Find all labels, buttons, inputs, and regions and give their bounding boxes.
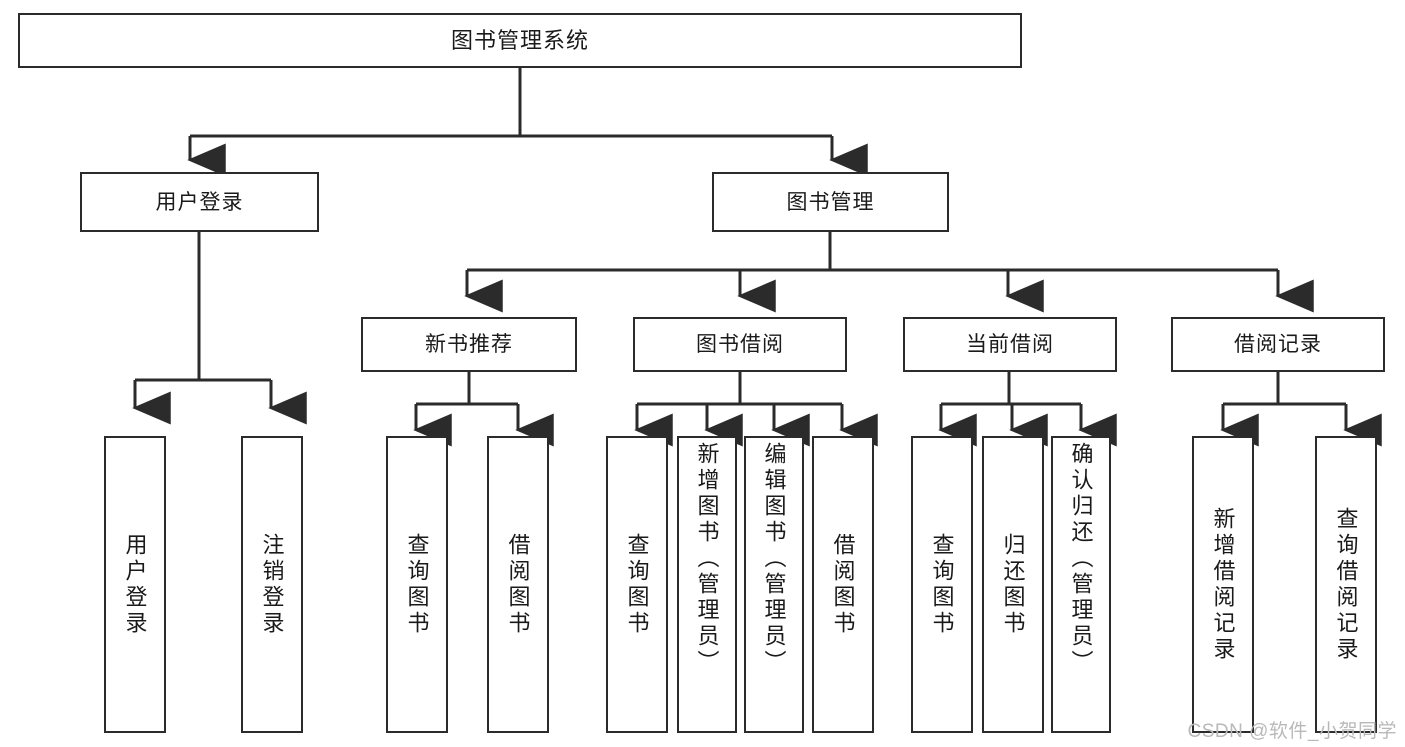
node-root[interactable]: 图书管理系统	[18, 13, 1022, 68]
node-leaf-query-book-1-label: 查询图书	[404, 532, 430, 637]
node-user-login[interactable]: 用户登录	[80, 172, 319, 232]
node-new-book-recommend-label: 新书推荐	[425, 333, 513, 356]
node-borrow-record[interactable]: 借阅记录	[1171, 317, 1385, 372]
node-leaf-logout-login[interactable]: 注销登录	[241, 436, 303, 733]
node-leaf-logout-login-label: 注销登录	[259, 532, 285, 637]
node-leaf-add-book-admin[interactable]: 新增图书（管理员）	[677, 436, 737, 733]
node-leaf-borrow-book-2[interactable]: 借阅图书	[812, 436, 874, 733]
node-leaf-query-book-3-label: 查询图书	[929, 532, 955, 637]
node-current-borrow-label: 当前借阅	[966, 333, 1054, 356]
node-leaf-query-book-2[interactable]: 查询图书	[606, 436, 668, 733]
node-leaf-add-borrow-record-label: 新增借阅记录	[1210, 506, 1236, 663]
node-current-borrow[interactable]: 当前借阅	[903, 317, 1117, 372]
node-leaf-edit-book-admin[interactable]: 编辑图书（管理员）	[744, 436, 804, 733]
node-book-borrow[interactable]: 图书借阅	[633, 317, 847, 372]
node-book-borrow-label: 图书借阅	[696, 333, 784, 356]
node-leaf-add-borrow-record[interactable]: 新增借阅记录	[1192, 436, 1254, 733]
node-leaf-user-login-label: 用户登录	[122, 532, 148, 637]
node-leaf-query-book-2-label: 查询图书	[624, 532, 650, 637]
node-new-book-recommend[interactable]: 新书推荐	[361, 317, 577, 372]
node-leaf-confirm-return-admin-label: 确认归还（管理员）	[1068, 442, 1094, 676]
node-leaf-query-borrow-record-label: 查询借阅记录	[1333, 506, 1359, 663]
csdn-watermark: CSDN @软件_小贺同学	[1187, 721, 1397, 742]
node-leaf-query-book-3[interactable]: 查询图书	[911, 436, 973, 733]
node-leaf-add-book-admin-label: 新增图书（管理员）	[694, 442, 720, 676]
node-leaf-return-book[interactable]: 归还图书	[982, 436, 1044, 733]
node-leaf-user-login[interactable]: 用户登录	[104, 436, 166, 733]
node-book-management[interactable]: 图书管理	[712, 172, 949, 232]
node-book-management-label: 图书管理	[786, 190, 875, 214]
node-leaf-edit-book-admin-label: 编辑图书（管理员）	[761, 442, 787, 676]
node-root-label: 图书管理系统	[450, 27, 589, 53]
node-leaf-query-borrow-record[interactable]: 查询借阅记录	[1315, 436, 1377, 733]
node-leaf-borrow-book-2-label: 借阅图书	[830, 532, 856, 637]
node-leaf-borrow-book-1[interactable]: 借阅图书	[487, 436, 549, 733]
node-leaf-confirm-return-admin[interactable]: 确认归还（管理员）	[1051, 436, 1111, 733]
node-leaf-return-book-label: 归还图书	[1000, 532, 1026, 637]
node-leaf-query-book-1[interactable]: 查询图书	[386, 436, 448, 733]
node-borrow-record-label: 借阅记录	[1234, 333, 1322, 356]
node-leaf-borrow-book-1-label: 借阅图书	[505, 532, 531, 637]
node-user-login-label: 用户登录	[155, 190, 244, 214]
